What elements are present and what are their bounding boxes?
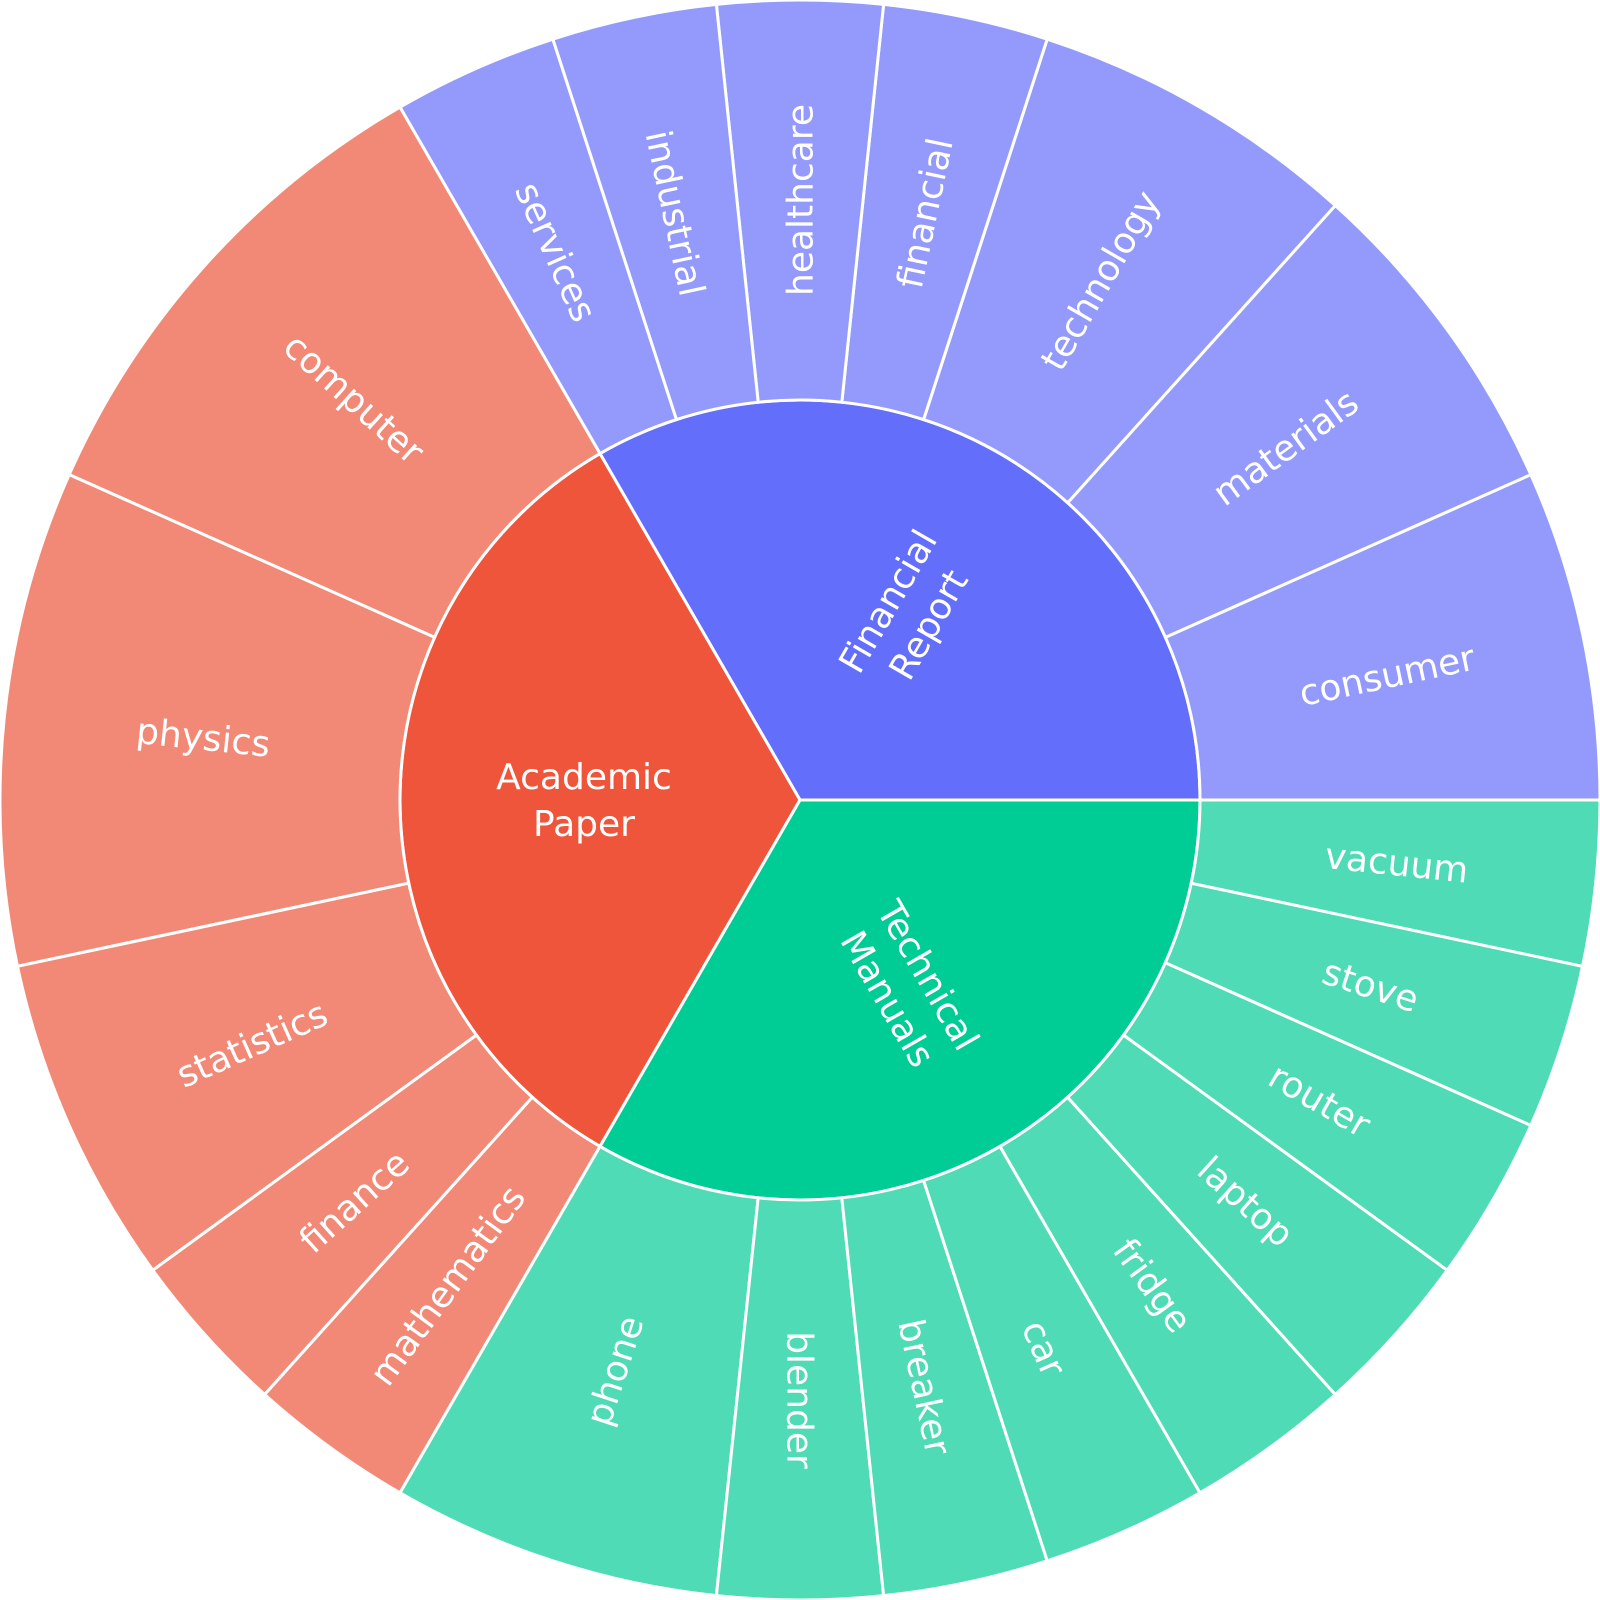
sector-physics[interactable] [0, 472, 437, 969]
label-blender: blender [778, 1331, 819, 1469]
sector-computer[interactable] [67, 105, 603, 640]
label-healthcare: healthcare [781, 104, 822, 296]
sector-vacuum[interactable] [1189, 798, 1600, 969]
